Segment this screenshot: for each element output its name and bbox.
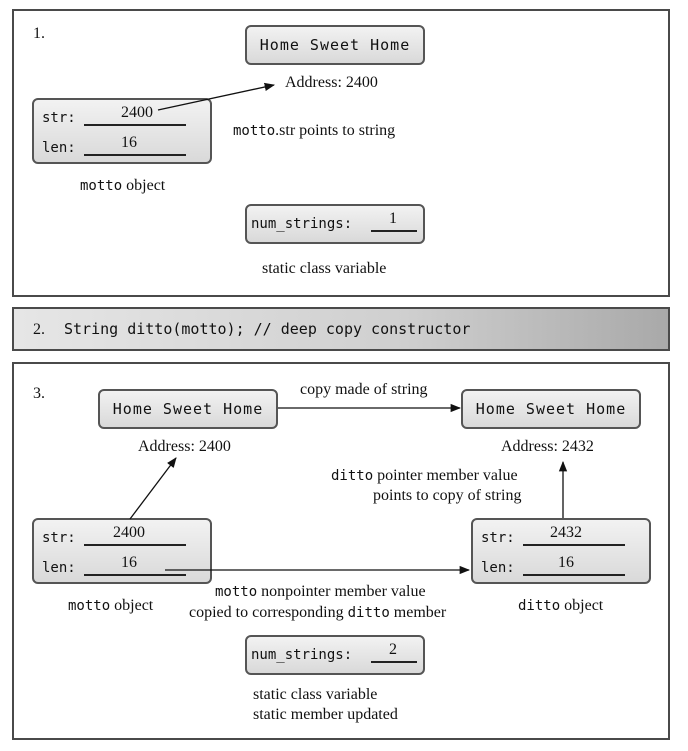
copied-address: Address: 2432 [501,438,594,455]
num-strings-box-3: num_strings: 2 [245,635,425,675]
str-label: str: [42,530,76,546]
motto-object-code: motto [80,178,123,194]
nonpointer-note-line1: motto nonpointer member value [215,583,426,601]
str-value: 2432 [550,524,582,541]
ditto-note-line2: points to copy of string [373,487,522,504]
motto-object-caption: motto object [80,177,165,195]
static-caption-3b: static member updated [253,706,398,723]
str-label: str: [42,110,76,126]
num-strings-underline [371,230,417,232]
pointer-note: motto.str points to string [233,122,395,140]
str-value: 2400 [121,104,153,121]
num-strings-value: 2 [389,641,397,658]
motto-object-box-3: str: 2400 len: 16 [32,518,212,584]
str-underline [523,544,625,546]
len-underline [84,154,186,156]
ditto-object-text: object [560,597,604,614]
ditto-object-caption: ditto object [518,597,603,615]
copy-constructor-code: String ditto(motto); // deep copy constr… [64,320,471,338]
motto-object-code: motto [68,598,111,614]
string-address: Address: 2400 [285,74,378,91]
ditto-note-text: pointer member value [373,467,518,484]
original-string-box: Home Sweet Home [98,389,278,429]
static-caption: static class variable [262,260,387,277]
motto-object-text: object [110,597,154,614]
str-value: 2400 [113,524,145,541]
nonpointer-line2-code: ditto [347,605,390,621]
str-underline [84,544,186,546]
ditto-object-code: ditto [518,598,561,614]
nonpointer-text: nonpointer member value [257,583,426,600]
str-underline [84,124,186,126]
ditto-note-line1: ditto pointer member value [331,467,518,485]
panel-2-number: 2. [33,321,45,338]
ditto-note-code: ditto [331,468,374,484]
len-underline [523,574,625,576]
original-address: Address: 2400 [138,438,231,455]
static-caption-3a: static class variable [253,686,378,703]
pointer-note-code: motto [233,123,276,139]
ditto-object-box: str: 2432 len: 16 [471,518,651,584]
str-label: str: [481,530,515,546]
panel-3-number: 3. [33,385,45,402]
len-value: 16 [121,134,137,151]
motto-object-caption-3: motto object [68,597,153,615]
len-value: 16 [121,554,137,571]
nonpointer-note-line2: copied to corresponding ditto member [189,604,446,622]
copy-caption: copy made of string [300,381,428,398]
num-strings-value: 1 [389,210,397,227]
panel-2 [12,307,670,351]
nonpointer-code: motto [215,584,258,600]
len-label: len: [42,560,76,576]
copied-string-box: Home Sweet Home [461,389,641,429]
num-strings-label: num_strings: [251,647,353,663]
len-label: len: [42,140,76,156]
string-box: Home Sweet Home [245,25,425,65]
nonpointer-line2-end: member [389,604,447,621]
nonpointer-line2-text: copied to corresponding [189,604,348,621]
len-label: len: [481,560,515,576]
motto-object-box: str: 2400 len: 16 [32,98,212,164]
len-underline [84,574,186,576]
panel-1-number: 1. [33,25,45,42]
num-strings-box: num_strings: 1 [245,204,425,244]
motto-object-text: object [122,177,166,194]
pointer-note-text: .str points to string [275,122,396,139]
num-strings-underline [371,661,417,663]
num-strings-label: num_strings: [251,216,353,232]
len-value: 16 [558,554,574,571]
